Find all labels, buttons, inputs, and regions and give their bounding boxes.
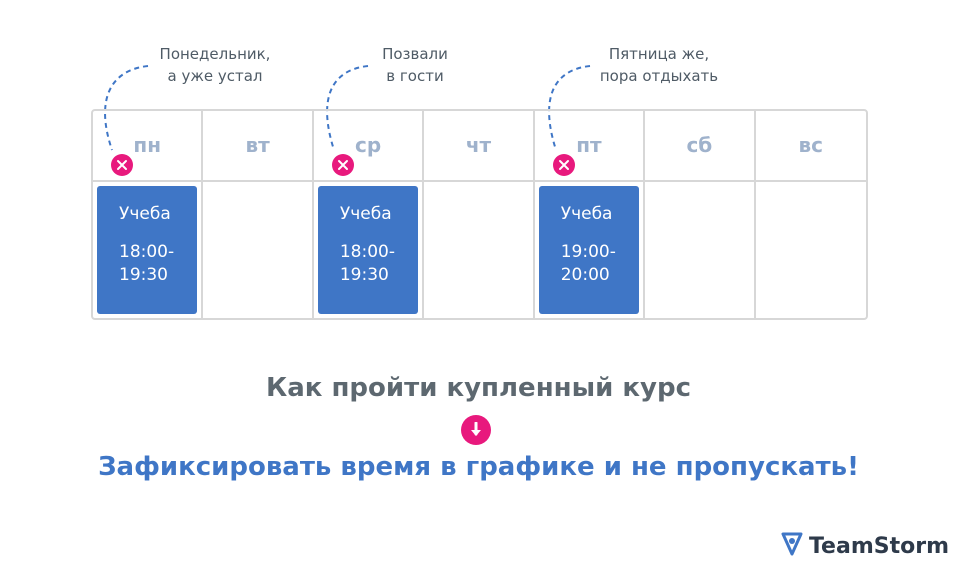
- day-slot-thu: [424, 182, 535, 318]
- lesson-time: 18:00- 19:30: [339, 242, 395, 285]
- day-label: ср: [354, 133, 382, 157]
- day-label: вс: [798, 133, 824, 157]
- day-header-sat: сб: [645, 111, 756, 182]
- brand-name: TeamStorm: [808, 533, 949, 559]
- day-header-sun: вс: [755, 111, 866, 182]
- lesson-subject: Учеба: [339, 204, 392, 224]
- week-calendar: пн вт ср чт пт сб вс Учеба 18:00- 19:30: [91, 109, 868, 320]
- day-label: чт: [465, 133, 492, 157]
- annotation-wednesday: Позвали в гости: [382, 45, 448, 85]
- lesson-time: 18:00- 19:30: [119, 242, 175, 285]
- day-header-fri: пт: [534, 111, 646, 182]
- day-slot-mon: Учеба 18:00- 19:30: [93, 182, 204, 318]
- lesson-subject: Учеба: [560, 204, 613, 224]
- teamstorm-logo-icon: [781, 531, 803, 561]
- lesson-time: 19:00- 20:00: [560, 242, 616, 285]
- close-icon: [552, 154, 575, 176]
- headline: Как пройти купленный курс: [265, 373, 692, 403]
- call-to-action: Зафиксировать время в графике и не пропу…: [98, 452, 859, 482]
- lesson-block: Учеба 19:00- 20:00: [538, 186, 640, 314]
- day-slot-sun: [756, 182, 866, 318]
- close-icon: [331, 154, 354, 176]
- annotation-monday: Понедельник, а уже устал: [159, 45, 271, 85]
- day-header-thu: чт: [424, 111, 535, 182]
- annotation-friday: Пятница же, пора отдыхать: [599, 45, 719, 85]
- lesson-block: Учеба 18:00- 19:30: [97, 186, 198, 314]
- close-icon: [111, 154, 133, 176]
- day-slot-fri: Учеба 19:00- 20:00: [535, 182, 646, 318]
- lesson-block: Учеба 18:00- 19:30: [317, 186, 419, 314]
- day-slot-sat: [645, 182, 756, 318]
- day-header-mon: пн: [93, 111, 204, 182]
- day-slot-wed: Учеба 18:00- 19:30: [314, 182, 425, 318]
- lesson-subject: Учеба: [119, 204, 171, 224]
- day-slot-tue: [203, 182, 314, 318]
- day-header-tue: вт: [203, 111, 314, 182]
- day-label: вт: [245, 133, 270, 157]
- brand-logo: TeamStorm: [781, 531, 949, 561]
- day-label: пн: [133, 133, 162, 157]
- day-header-wed: ср: [313, 111, 425, 182]
- day-label: пт: [576, 133, 602, 157]
- arrow-down-icon: [461, 415, 491, 445]
- day-label: сб: [686, 133, 713, 157]
